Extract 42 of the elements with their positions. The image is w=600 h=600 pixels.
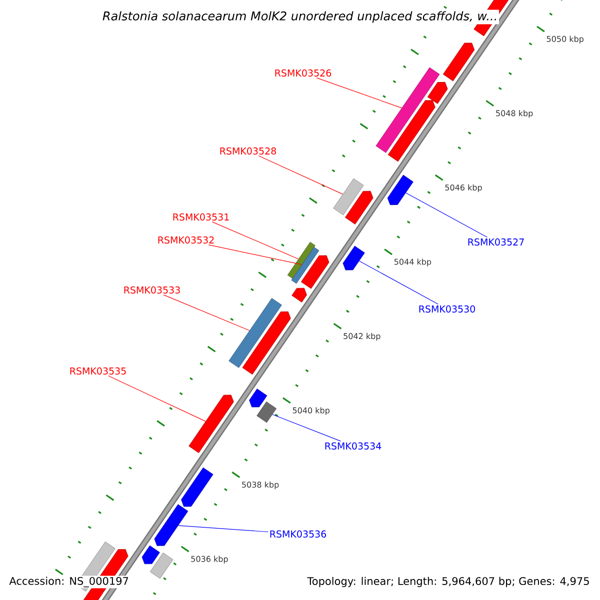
tick-label: 5044 kbp [394, 258, 432, 266]
gene-bar [376, 67, 440, 153]
gene-label: RSMK03527 [468, 238, 524, 246]
gene-label: RSMK03536 [270, 530, 326, 538]
leader-line [316, 77, 402, 108]
gene-bar [291, 246, 320, 284]
leader-line [212, 221, 299, 260]
tick-label: 5036 kbp [191, 556, 228, 564]
gene-label: RSMK03532 [158, 236, 214, 244]
gene-label: RSMK03535 [70, 367, 126, 375]
leader-line [163, 294, 250, 331]
map-title: Ralstonia solanacearum MolK2 unordered unplaced scaffolds, w... [100, 10, 500, 24]
gene-feature [342, 246, 365, 270]
topology-text: Topology: linear; Length: 5,964,607 bp; Genes: 4,975 [306, 576, 591, 588]
gene-feature [387, 174, 414, 206]
leader-line [258, 155, 344, 194]
tick-label: 5046 kbp [445, 184, 482, 192]
leader-line [108, 376, 206, 422]
leader-line [272, 414, 342, 442]
tick-label: 5038 kbp [242, 481, 279, 490]
tick-label: 5050 kbp [546, 36, 584, 44]
tick-label: 5040 kbp [292, 407, 330, 415]
leader-line [406, 192, 488, 238]
accession-text: Accession: NS_000197 [8, 576, 130, 588]
gene-feature [154, 504, 188, 546]
gene-label: RSMK03533 [124, 286, 180, 294]
gene-bar [228, 298, 282, 368]
leader-line [208, 244, 302, 265]
gene-label: RSMK03530 [419, 305, 475, 313]
tick-label: 5048 kbp [496, 110, 533, 118]
leader-line [178, 525, 268, 532]
gene-bar [333, 178, 364, 216]
gene-bar [256, 402, 277, 423]
leader-line [359, 260, 439, 304]
gene-label: RSMK03528 [220, 147, 276, 155]
gene-bar [287, 242, 316, 279]
gene-feature [181, 467, 214, 507]
gene-label: RSMK03534 [325, 442, 382, 450]
gene-label: RSMK03526 [275, 69, 332, 77]
tick-label: 5042 kbp [344, 332, 380, 341]
gene-feature [188, 394, 234, 454]
gene-label: RSMK03531 [173, 213, 229, 221]
